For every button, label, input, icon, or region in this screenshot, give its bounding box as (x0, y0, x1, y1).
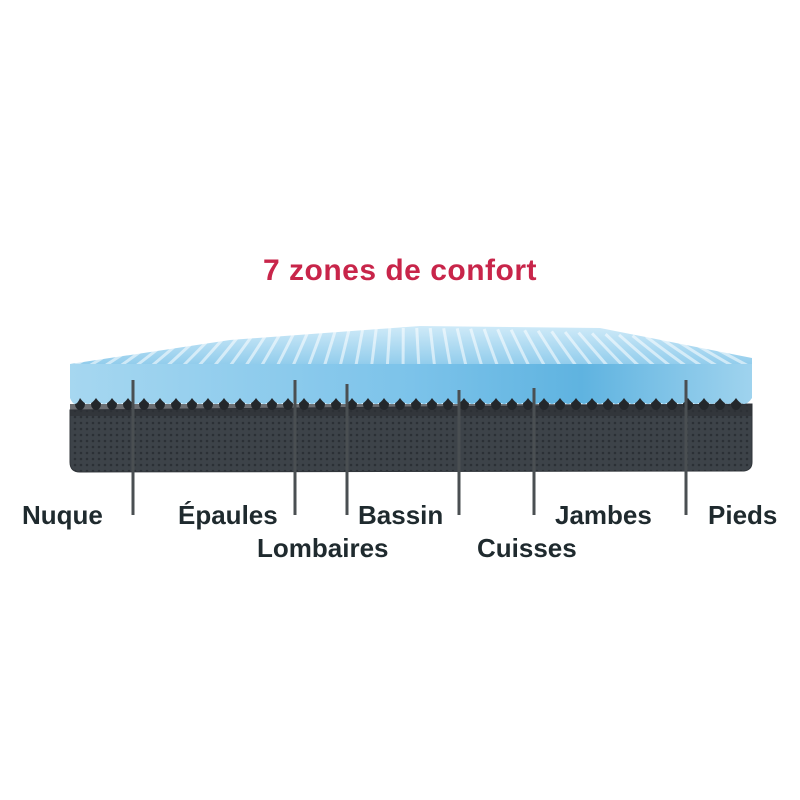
foam-ridge (536, 329, 563, 369)
foam-ridge (148, 334, 189, 370)
foam-ridge (322, 328, 338, 369)
foam-ridge (227, 331, 257, 369)
foam-ridge (699, 338, 753, 370)
foam-ridge (259, 330, 284, 369)
foam-ridge (274, 329, 297, 369)
foam-ridge (385, 327, 392, 369)
zone-lines (131, 380, 688, 515)
foam-ridge (85, 337, 135, 370)
foam-ridge (618, 333, 658, 370)
foam-ridge (69, 338, 121, 370)
foam-ridge (685, 337, 737, 370)
foam-ridge (631, 334, 674, 370)
zone-label: Nuque (22, 500, 103, 530)
foam-ridge (509, 329, 532, 369)
foam-ridge (550, 330, 579, 369)
zone-label: Cuisses (477, 533, 577, 563)
foam-ridge (591, 332, 627, 370)
foam-ridge (428, 327, 437, 369)
foam-ridge (116, 336, 162, 370)
zone-label: Jambes (555, 500, 652, 530)
zone-label: Lombaires (257, 533, 389, 563)
foam-ridge (482, 328, 500, 369)
foam-ridge (338, 328, 351, 369)
foam-ridge (496, 328, 516, 369)
zone-label: Épaules (178, 500, 278, 530)
foam-ridge (577, 331, 611, 369)
zone-label: Pieds (708, 500, 778, 530)
foam-ridge (645, 335, 690, 370)
foam-ridge (306, 328, 324, 369)
foam-ridge (354, 328, 365, 369)
foam-ridge (132, 335, 175, 370)
foam-ridge (672, 336, 722, 370)
foam-ridge (195, 332, 230, 370)
foam-ridge (211, 331, 243, 369)
foam-front-face (70, 364, 752, 404)
foam-ridge (369, 328, 378, 369)
foam-ridge (455, 328, 468, 369)
foam-ridge (604, 333, 643, 370)
foam-ridge (243, 330, 270, 369)
foam-ridge (179, 333, 216, 370)
zone-label: Bassin (358, 500, 444, 530)
foam-ridge (290, 329, 311, 369)
foam-ridge (100, 336, 148, 370)
foam-ridge (469, 328, 484, 369)
foam-ridge (415, 327, 421, 369)
foam-ridge (442, 327, 453, 369)
foam-ridge (658, 336, 706, 370)
foam-ridge (563, 331, 595, 369)
foam-ridge (523, 329, 548, 369)
mattress-base (69, 403, 753, 473)
foam-ridge (164, 333, 202, 370)
page-title: 7 zones de confort (262, 254, 538, 287)
